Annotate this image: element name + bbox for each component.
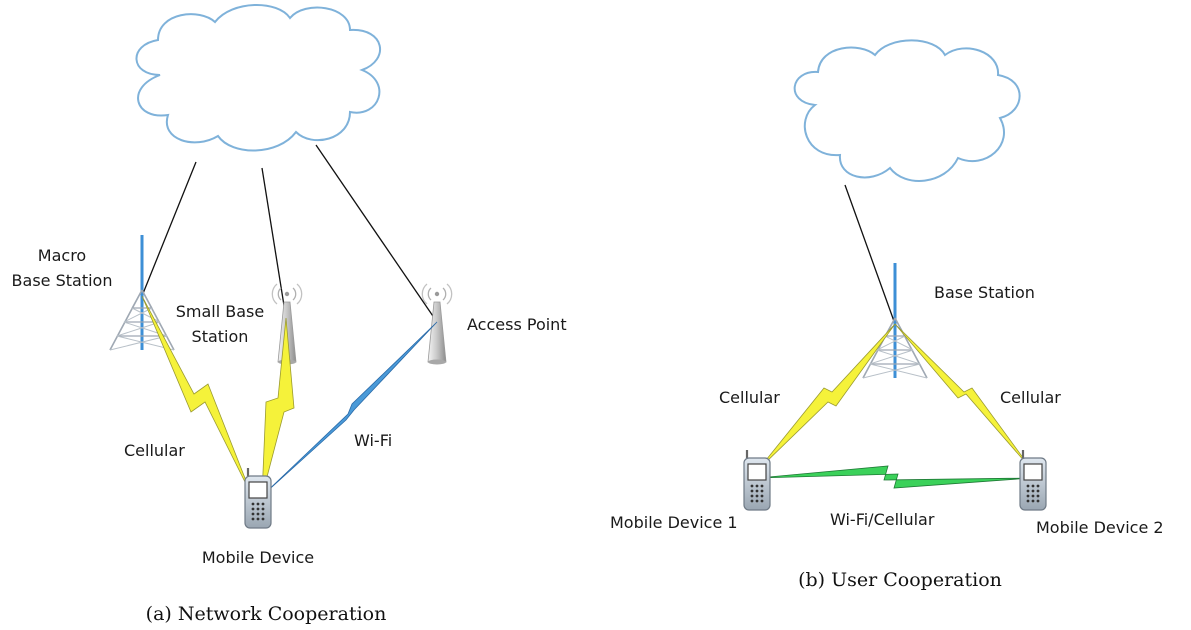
- access-point-label: Access Point: [467, 315, 567, 334]
- panel-network-cooperation: Macro Base Station Small Base Station Ac…: [12, 4, 567, 625]
- cloud-icon: [793, 39, 1021, 182]
- backhaul-link-ap: [315, 144, 438, 323]
- small-bs-label-line1: Small Base: [176, 302, 264, 321]
- base-station-tower-icon: [861, 261, 929, 380]
- cellular-left-label: Cellular: [719, 388, 780, 407]
- small-bs-label-line2: Station: [192, 327, 249, 346]
- caption-b: (b) User Cooperation: [798, 569, 1002, 591]
- d2d-link-bolt: [757, 465, 1033, 489]
- macro-label-line1: Macro: [38, 246, 86, 265]
- macro-tower-icon: [108, 233, 176, 352]
- cellular-link-macro-bolt: [141, 295, 253, 497]
- access-point-antenna-icon: [421, 283, 453, 366]
- backhaul-link-bs: [844, 184, 896, 325]
- wifi-cellular-label: Wi-Fi/Cellular: [830, 510, 935, 529]
- mobile-device-label: Mobile Device: [202, 548, 314, 567]
- mobile-device-icon: [243, 466, 273, 530]
- macro-label-line2: Base Station: [12, 271, 113, 290]
- caption-a: (a) Network Cooperation: [146, 603, 387, 625]
- wifi-label: Wi-Fi: [354, 431, 392, 450]
- cellular-right-label: Cellular: [1000, 388, 1061, 407]
- cloud-icon: [135, 4, 381, 152]
- panel-user-cooperation: Base Station Cellular Cellular Mobile De…: [610, 39, 1164, 591]
- cellular-label: Cellular: [124, 441, 185, 460]
- mobile-device-2-icon: [1018, 448, 1048, 512]
- base-station-label: Base Station: [934, 283, 1035, 302]
- backhaul-link-macro: [141, 161, 197, 297]
- mobile-device-1-label: Mobile Device 1: [610, 513, 738, 532]
- backhaul-link-small: [261, 167, 287, 319]
- mobile-device-1-icon: [742, 448, 772, 512]
- mobile-device-2-label: Mobile Device 2: [1036, 518, 1164, 537]
